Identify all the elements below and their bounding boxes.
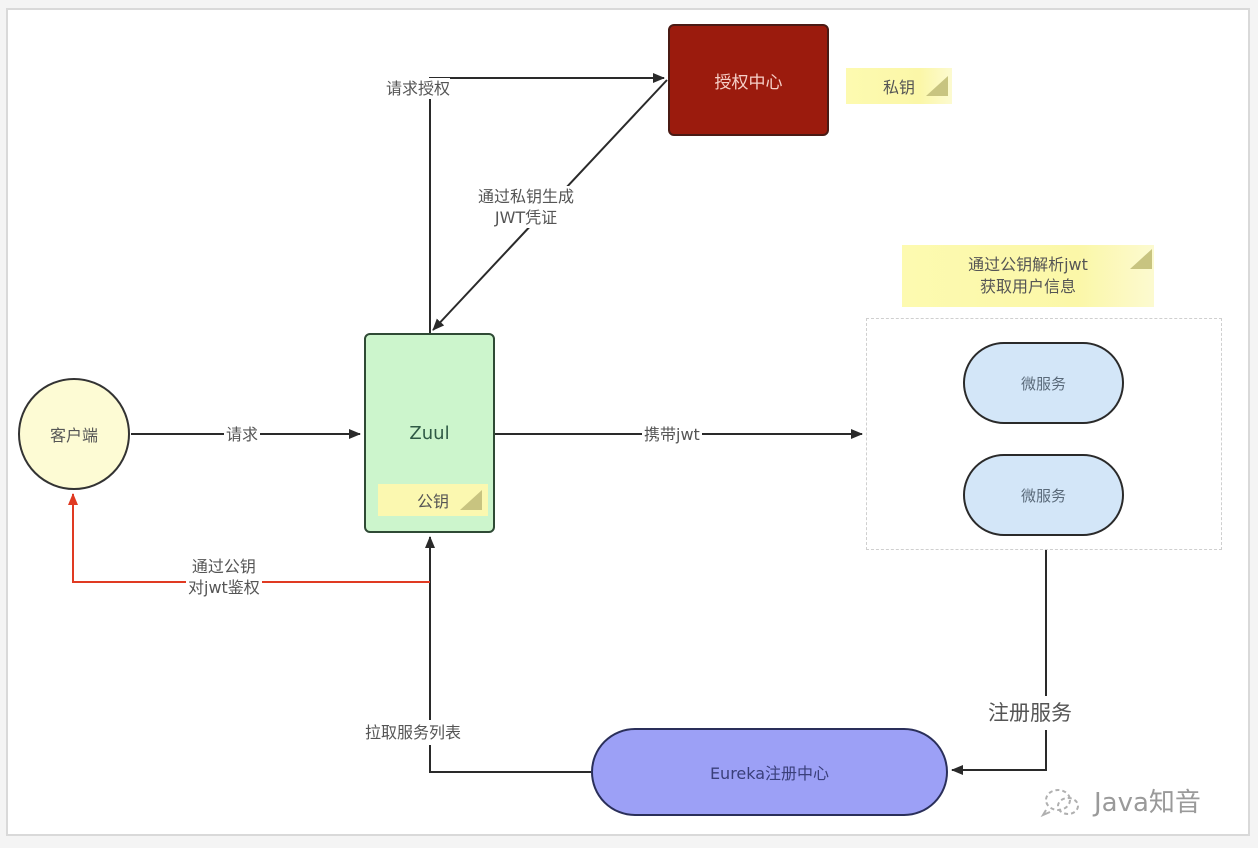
note-fold-icon [460,490,482,510]
wechat-icon [1040,788,1079,817]
edge-label-verify-line-1: 通过公钥 [191,557,256,576]
parse-jwt-note: 通过公钥解析jwt 获取用户信息 [902,245,1154,307]
edge-label-verify-line-2: 对jwt鉴权 [188,578,260,597]
watermark: Java知音 [1040,782,1201,819]
edge-label-generate-line-2: JWT凭证 [494,208,558,227]
eureka-registry-node[interactable]: Eureka注册中心 [591,728,948,816]
microservice-label: 微服务 [1020,374,1066,393]
private-key-label: 私钥 [882,78,915,97]
client-label: 客户端 [49,426,98,445]
note-fold-icon [926,76,948,96]
auth-center-label: 授权中心 [714,72,783,93]
edge-label-request-auth: 请求授权 [386,78,451,99]
watermark-text: Java知音 [1094,788,1201,818]
microservices-group [866,318,1222,550]
public-key-label: 公钥 [416,492,449,511]
edge-label-request: 请求 [224,424,261,445]
public-key-note: 公钥 [378,484,488,516]
edge-pull-services [425,536,591,773]
edge-label-register-service: 注册服务 [988,696,1072,730]
auth-center-node[interactable]: 授权中心 [668,24,829,136]
edge-register-service [951,550,1047,775]
microservice-label: 微服务 [1020,486,1066,505]
edge-label-pull-services: 拉取服务列表 [365,720,462,745]
eureka-label: Eureka注册中心 [709,764,830,783]
edge-label-carry-jwt: 携带jwt [642,424,702,445]
edge-verify-jwt [68,493,430,583]
microservice-node[interactable]: 微服务 [963,342,1124,424]
edge-label-generate-jwt: 通过私钥生成 JWT凭证 [476,186,577,228]
microservice-node[interactable]: 微服务 [963,454,1124,536]
note-fold-icon [1130,249,1152,269]
edge-label-verify-jwt: 通过公钥 对jwt鉴权 [186,556,262,598]
parse-jwt-line-1: 通过公钥解析jwt [968,255,1088,274]
client-node[interactable]: 客户端 [18,378,130,490]
edge-label-generate-line-1: 通过私钥生成 [478,187,575,206]
zuul-label: Zuul [409,423,450,444]
parse-jwt-line-2: 获取用户信息 [979,277,1076,296]
private-key-note: 私钥 [846,68,952,104]
